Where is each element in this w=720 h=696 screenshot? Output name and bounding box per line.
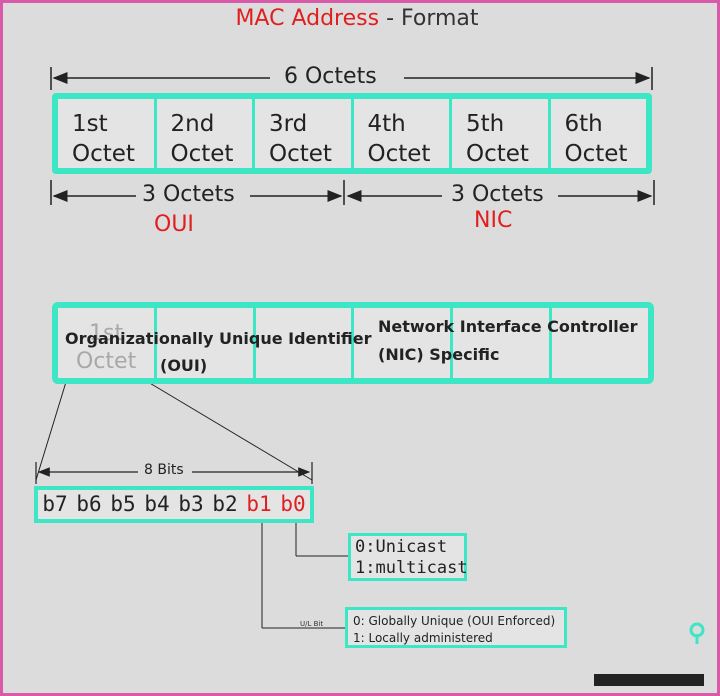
id-cell xyxy=(354,308,454,378)
first-octet-ghost: 1st Octet xyxy=(76,321,137,374)
cast-box: 0:Unicast 1:multicast xyxy=(348,533,468,581)
bit: b2 xyxy=(212,492,238,516)
id-cell xyxy=(58,308,157,378)
page-title: MAC Address - Format xyxy=(235,6,479,31)
identifier-bar xyxy=(52,302,654,384)
bit: b7 xyxy=(42,492,68,516)
bit: b5 xyxy=(110,492,136,516)
oui-description: Organizationally Unique Identifier xyxy=(65,329,372,348)
bit: b4 xyxy=(144,492,170,516)
oui-abbrev: (OUI) xyxy=(160,356,208,375)
ul-bit-label: U/L Bit xyxy=(300,620,324,628)
bit-cast: b0 xyxy=(280,492,306,516)
watermark-badge xyxy=(594,674,704,686)
id-cell xyxy=(256,308,355,378)
bit-ul: b1 xyxy=(246,492,272,516)
nic-octets-label: 3 Octets xyxy=(451,182,544,207)
bits-bar: b7 b6 b5 b4 b3 b2 b1 b0 xyxy=(34,486,314,523)
ul-box: 0: Globally Unique (OUI Enforced) 1: Loc… xyxy=(345,607,567,648)
logo-icon xyxy=(689,622,705,644)
bit: b6 xyxy=(76,492,102,516)
oui-label: OUI xyxy=(154,212,194,237)
nic-description: Network Interface Controller xyxy=(378,317,638,336)
id-cell xyxy=(453,308,553,378)
nic-label: NIC xyxy=(474,208,513,233)
id-cell xyxy=(157,308,256,378)
nic-specific: (NIC) Specific xyxy=(378,345,500,364)
oui-octets-label: 3 Octets xyxy=(142,182,235,207)
six-octets-label: 6 Octets xyxy=(284,64,377,89)
bit: b3 xyxy=(178,492,204,516)
eight-bits-label: 8 Bits xyxy=(142,462,186,478)
